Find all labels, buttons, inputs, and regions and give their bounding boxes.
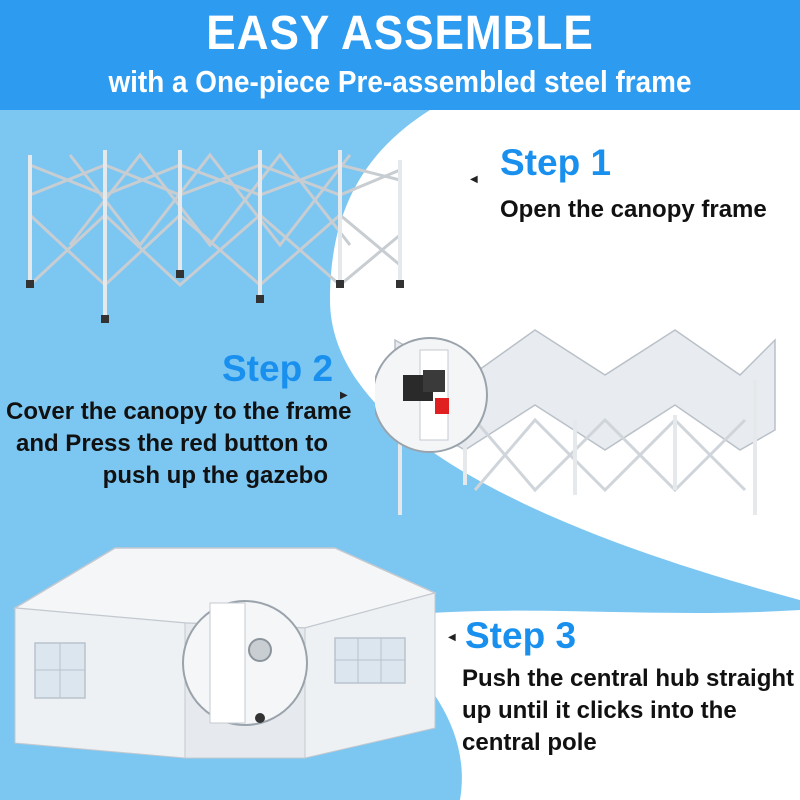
step1-frame-photo <box>26 150 404 323</box>
step1-pointer-icon: ◀ <box>470 174 478 185</box>
step3-line-1: Push the central hub straight <box>462 665 795 692</box>
step1-title: Step 1 <box>500 142 612 183</box>
step2-pointer-icon: ▶ <box>340 390 348 401</box>
step2-text: Cover the canopy to the frame and Press … <box>6 396 352 492</box>
step3-pointer-icon: ◀ <box>448 632 456 643</box>
step3-title: Step 3 <box>465 615 577 656</box>
header-banner: EASY ASSEMBLE with a One-piece Pre-assem… <box>0 0 800 110</box>
step2-title: Step 2 <box>222 348 334 389</box>
step3-gazebo-photo <box>12 547 438 759</box>
step1-text: Open the canopy frame <box>500 194 767 226</box>
step2-line-3: push up the gazebo <box>102 462 328 489</box>
page-title: EASY ASSEMBLE <box>206 7 594 60</box>
page-subtitle: with a One-piece Pre-assembled steel fra… <box>108 64 692 99</box>
step1-line-1: Open the canopy frame <box>500 196 767 223</box>
step2-line-2: and Press the red button to <box>15 430 328 457</box>
step3-line-3: central pole <box>462 729 597 756</box>
step2-line-1: Cover the canopy to the frame <box>6 398 352 425</box>
step2-canopy-photo <box>375 329 776 515</box>
step3-line-2: up until it clicks into the <box>462 697 737 724</box>
step3-text: Push the central hub straight up until i… <box>462 663 794 759</box>
red-button-icon <box>435 398 449 414</box>
